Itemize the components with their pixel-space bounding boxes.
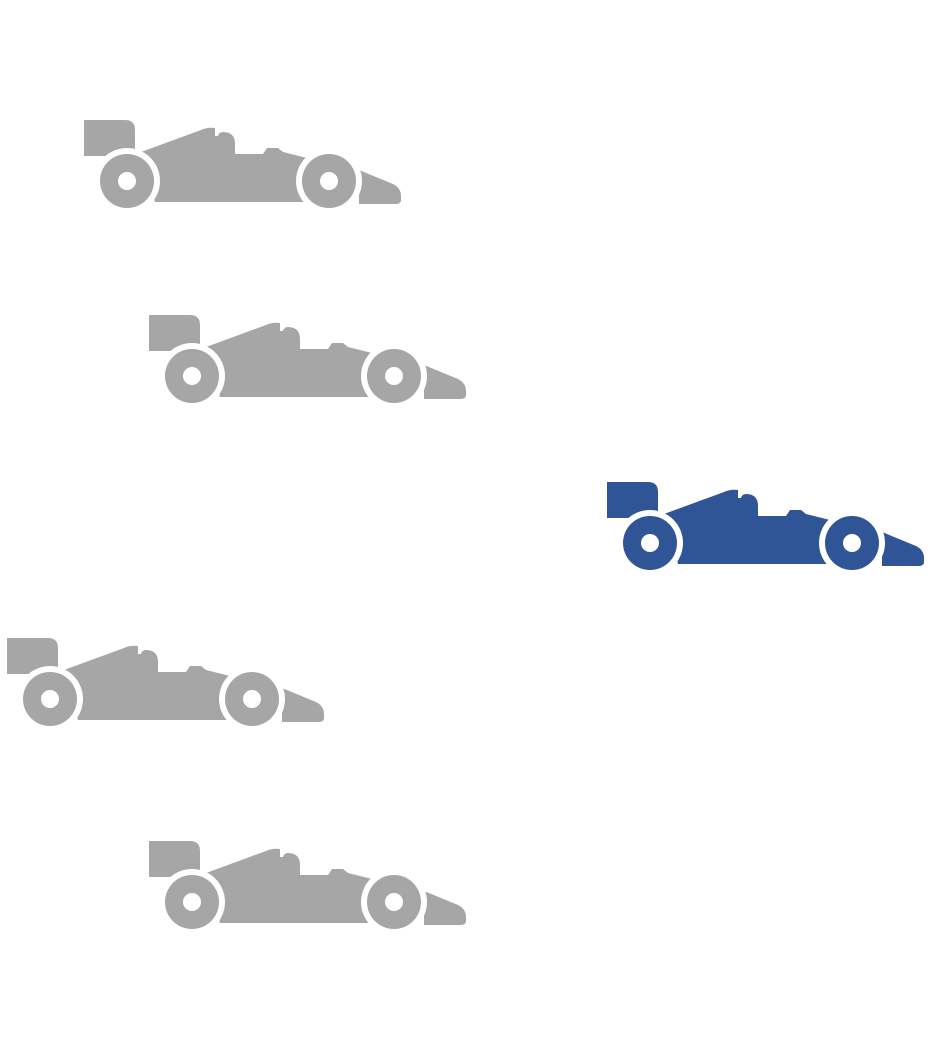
race-car-icon [148,839,466,931]
race-car-icon [606,480,924,572]
race-car-icon [6,636,324,728]
race-car-icon [148,313,466,405]
race-car-icon [83,118,401,210]
